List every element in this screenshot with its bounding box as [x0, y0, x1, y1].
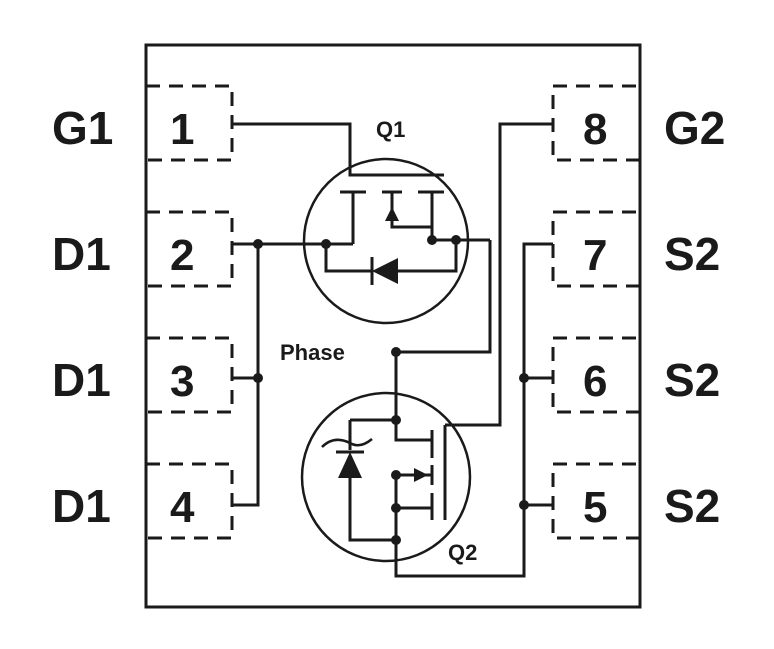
pin-6-number: 6 — [583, 357, 607, 406]
q1-body-arrow-icon — [385, 207, 399, 221]
pin-8-number: 8 — [583, 105, 607, 154]
q2-schottky-curl-icon — [321, 438, 373, 448]
q1-diode-wire-left — [324, 244, 372, 273]
pin-2-label: D1 — [52, 228, 111, 280]
pin-7-number: 7 — [583, 231, 607, 280]
phase-label: Phase — [280, 340, 345, 365]
pin-4-pad — [144, 462, 234, 540]
pin-1-label: G1 — [52, 102, 113, 154]
q2-body-arrow-icon — [414, 468, 428, 482]
pin-4-label: D1 — [52, 480, 111, 532]
pin-2-pad — [144, 210, 234, 288]
pin-3-pad — [144, 336, 234, 414]
package-body — [144, 43, 642, 609]
q1-gate-wire — [232, 122, 444, 177]
pin-2-number: 2 — [170, 231, 194, 280]
pin-5-label: S2 — [664, 480, 720, 532]
q2-body-diode-icon — [338, 452, 362, 478]
pin-6-pad — [551, 336, 642, 414]
q1-diode-wire-right — [398, 240, 458, 273]
junction-dot — [519, 500, 529, 510]
s2-bus — [394, 242, 553, 578]
pin-5-number: 5 — [583, 483, 607, 532]
phase-wire — [396, 240, 492, 354]
junction-dot — [391, 503, 401, 513]
d1-vertical-bus — [232, 244, 260, 507]
q1-body-diode-icon — [372, 258, 398, 284]
pin-7-label: S2 — [664, 228, 720, 280]
junction-dot — [519, 373, 529, 383]
q2-label: Q2 — [448, 540, 477, 565]
pin-6-label: S2 — [664, 354, 720, 406]
junction-dot — [451, 235, 461, 245]
pin-4-number: 4 — [170, 483, 195, 532]
pin-3-number: 3 — [170, 357, 194, 406]
q2-gate-wire — [445, 122, 553, 427]
pin-3-label: D1 — [52, 354, 111, 406]
pin-1-number: 1 — [170, 105, 194, 154]
junction-dot — [253, 373, 263, 383]
q2-diode-wire-bottom — [348, 478, 396, 542]
q2-drain-stub — [350, 418, 432, 442]
pin-5-pad — [551, 462, 642, 540]
pin-7-pad — [551, 210, 642, 288]
q2-body-circle — [300, 391, 472, 563]
junction-dot — [427, 235, 437, 245]
junction-dot — [321, 239, 331, 249]
q1-body-stub — [390, 192, 432, 229]
pin-8-label: G2 — [664, 102, 725, 154]
q1-label: Q1 — [376, 117, 405, 142]
